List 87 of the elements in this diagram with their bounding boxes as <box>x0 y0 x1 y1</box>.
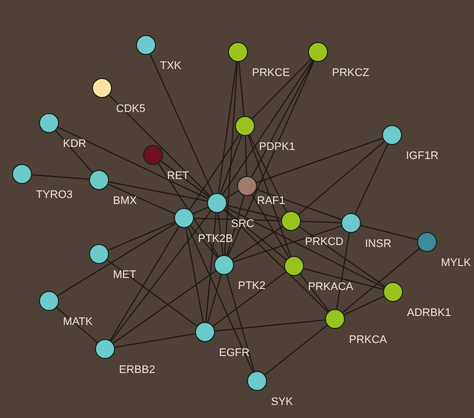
edge-line <box>256 188 342 220</box>
edge-line <box>300 274 330 312</box>
edge-line <box>108 181 208 202</box>
edge-line <box>222 60 313 195</box>
node-label: PRKCD <box>305 236 344 248</box>
edge-line <box>224 208 287 260</box>
edge-line <box>189 134 240 210</box>
node-label: SYK <box>271 396 294 408</box>
edge-line <box>228 60 314 256</box>
edge-line <box>58 126 208 200</box>
edge-line <box>108 94 210 196</box>
edge-line <box>354 144 388 214</box>
node-label: TYRO3 <box>36 189 73 201</box>
edge-line <box>55 130 93 173</box>
edge-line <box>256 138 383 184</box>
node-label: CDK5 <box>116 103 146 115</box>
node-label: PRKCE <box>252 67 290 79</box>
edge-line <box>224 210 328 312</box>
edge-line <box>220 135 242 194</box>
edge-line <box>158 163 220 257</box>
edge-line <box>207 274 222 323</box>
edge-line <box>248 135 292 257</box>
edge-line <box>232 226 283 260</box>
edge-line <box>300 220 342 224</box>
edge-line <box>56 307 98 343</box>
node-label: RAF1 <box>257 195 286 207</box>
node-label: INSR <box>365 238 392 250</box>
edge-line <box>32 174 90 180</box>
node-label: PRKCZ <box>332 67 370 79</box>
edge-line <box>194 218 282 222</box>
edge-line <box>298 226 386 287</box>
edge-line <box>336 232 350 310</box>
edge-line <box>218 62 238 194</box>
node-label: PTK2 <box>238 280 266 292</box>
node-label: PTK2B <box>198 233 233 245</box>
edge-line <box>226 204 282 220</box>
node-label: SRC <box>231 218 254 230</box>
edge-line <box>108 184 176 214</box>
node-label: ERBB2 <box>119 364 156 376</box>
edge-line <box>251 60 314 178</box>
edge-line <box>205 212 217 322</box>
edge-line <box>106 259 198 327</box>
node-label: IGF1R <box>406 150 438 162</box>
node-label: MYLK <box>441 257 471 269</box>
edge-line <box>212 272 286 326</box>
edge-line <box>57 222 176 296</box>
edge-line <box>225 190 239 199</box>
edge-line <box>252 58 312 120</box>
edge-line <box>112 270 216 344</box>
node-label: EGFR <box>219 347 250 359</box>
edge-line <box>192 206 208 214</box>
edge-line <box>342 248 420 313</box>
edge-line <box>233 226 342 262</box>
edge-line <box>360 224 418 240</box>
edge-line <box>226 207 384 288</box>
edge-line <box>264 324 328 376</box>
edge-line <box>110 226 180 341</box>
node-label: MET <box>113 269 136 281</box>
edge-line <box>160 160 210 198</box>
edge-line <box>304 268 384 290</box>
node-label: PRKACA <box>308 281 354 293</box>
edge-line <box>224 62 238 256</box>
node-label: PRKCA <box>349 334 387 346</box>
node-label: TXK <box>160 60 182 72</box>
edge-line <box>238 62 245 116</box>
node-label: KDR <box>63 138 86 150</box>
node-label: ADRBK1 <box>407 307 452 319</box>
edge-line <box>108 221 175 251</box>
edge-line <box>244 136 248 176</box>
edge-line <box>190 225 218 258</box>
edge-line <box>185 228 204 322</box>
edge-line <box>252 194 290 258</box>
node-label: PDPK1 <box>259 141 296 153</box>
node-label: RET <box>167 170 189 182</box>
edge-line <box>188 226 254 372</box>
edge-line <box>298 141 385 215</box>
edge-line <box>114 333 196 348</box>
edge-line <box>110 210 212 342</box>
edge-line <box>214 319 326 332</box>
edge-line <box>226 274 255 372</box>
node-label: BMX <box>113 195 137 207</box>
edge-line <box>150 54 214 194</box>
edge-line <box>248 134 288 212</box>
edge-line <box>226 195 245 256</box>
edge-line <box>218 212 224 256</box>
edge-line <box>344 296 384 316</box>
node-label: MATK <box>63 316 93 328</box>
